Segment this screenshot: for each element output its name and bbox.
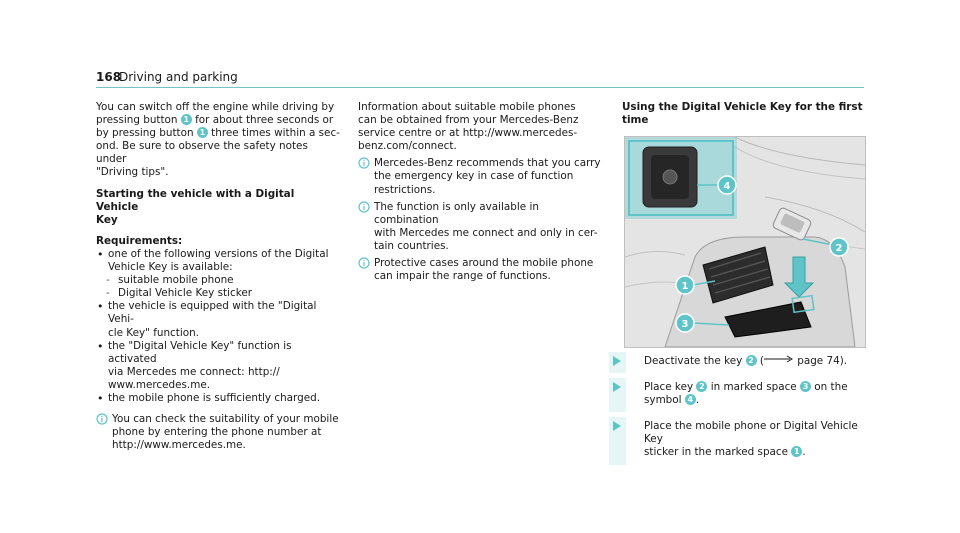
column-2: Information about suitable mobile phones… xyxy=(358,101,604,283)
header-rule xyxy=(96,87,864,88)
callout-1-badge: 1 xyxy=(180,114,192,126)
console-illustration-svg: 4 2 1 3 xyxy=(625,137,865,347)
info-note: The function is only available in combin… xyxy=(358,201,604,253)
column-3: Using the Digital Vehicle Key for the fi… xyxy=(622,101,866,127)
steps: Deactivate the key 2 ( page 74). Place k… xyxy=(609,351,866,465)
list-item: • one of the following versions of the D… xyxy=(97,247,329,274)
section-heading-first-use: Using the Digital Vehicle Key for the fi… xyxy=(622,101,863,127)
step-1: Deactivate the key 2 ( page 74). xyxy=(609,351,866,374)
list-item: • the mobile phone is sufficiently charg… xyxy=(97,391,320,405)
callout-3-badge: 3 xyxy=(799,381,811,393)
callout-3-badge: 3 xyxy=(675,313,695,333)
callout-1-badge: 1 xyxy=(675,275,695,295)
callout-4-badge: 4 xyxy=(717,175,737,195)
callout-2-badge: 2 xyxy=(745,355,757,366)
arrow-right-icon xyxy=(613,421,621,432)
callout-1-badge: 1 xyxy=(791,446,803,458)
arrow-right-icon xyxy=(613,356,621,366)
arrow-right-icon xyxy=(613,382,621,393)
section-title: Driving and parking xyxy=(119,70,238,84)
list-item: • the "Digital Vehicle Key" function is … xyxy=(97,339,292,391)
sub-list-item: -suitable mobile phone xyxy=(106,274,234,287)
svg-text:4: 4 xyxy=(724,181,731,192)
callout-2-badge: 2 xyxy=(696,381,708,393)
intro-paragraph: You can switch off the engine while driv… xyxy=(96,101,340,179)
info-circle-icon xyxy=(358,201,370,213)
info-paragraph: Information about suitable mobile phones… xyxy=(358,101,579,153)
callout-4-badge: 4 xyxy=(684,394,696,406)
callout-1-badge: 1 xyxy=(196,127,208,139)
svg-text:3: 3 xyxy=(682,319,689,330)
page-reference-link[interactable]: page 74 xyxy=(797,355,840,367)
sub-list-item: -Digital Vehicle Key sticker xyxy=(106,287,253,300)
page-number: 168 xyxy=(96,70,122,84)
info-circle-icon xyxy=(96,413,108,425)
requirements-label: Requirements: xyxy=(96,234,183,247)
svg-text:1: 1 xyxy=(682,281,689,292)
step-3: Place the mobile phone or Digital Vehicl… xyxy=(609,417,866,465)
info-note: You can check the suitability of your mo… xyxy=(96,413,340,452)
column-1: You can switch off the engine while driv… xyxy=(96,101,340,452)
info-circle-icon xyxy=(358,257,370,269)
list-item: • the vehicle is equipped with the "Digi… xyxy=(97,300,317,339)
long-arrow-icon xyxy=(763,355,793,363)
console-illustration: 4 2 1 3 xyxy=(624,136,866,348)
svg-text:2: 2 xyxy=(836,243,843,254)
info-circle-icon xyxy=(358,157,370,169)
callout-2-badge: 2 xyxy=(829,237,849,257)
section-heading-starting: Starting the vehicle with a Digital Vehi… xyxy=(96,187,295,226)
info-note: Protective cases around the mobile phone… xyxy=(358,257,604,283)
